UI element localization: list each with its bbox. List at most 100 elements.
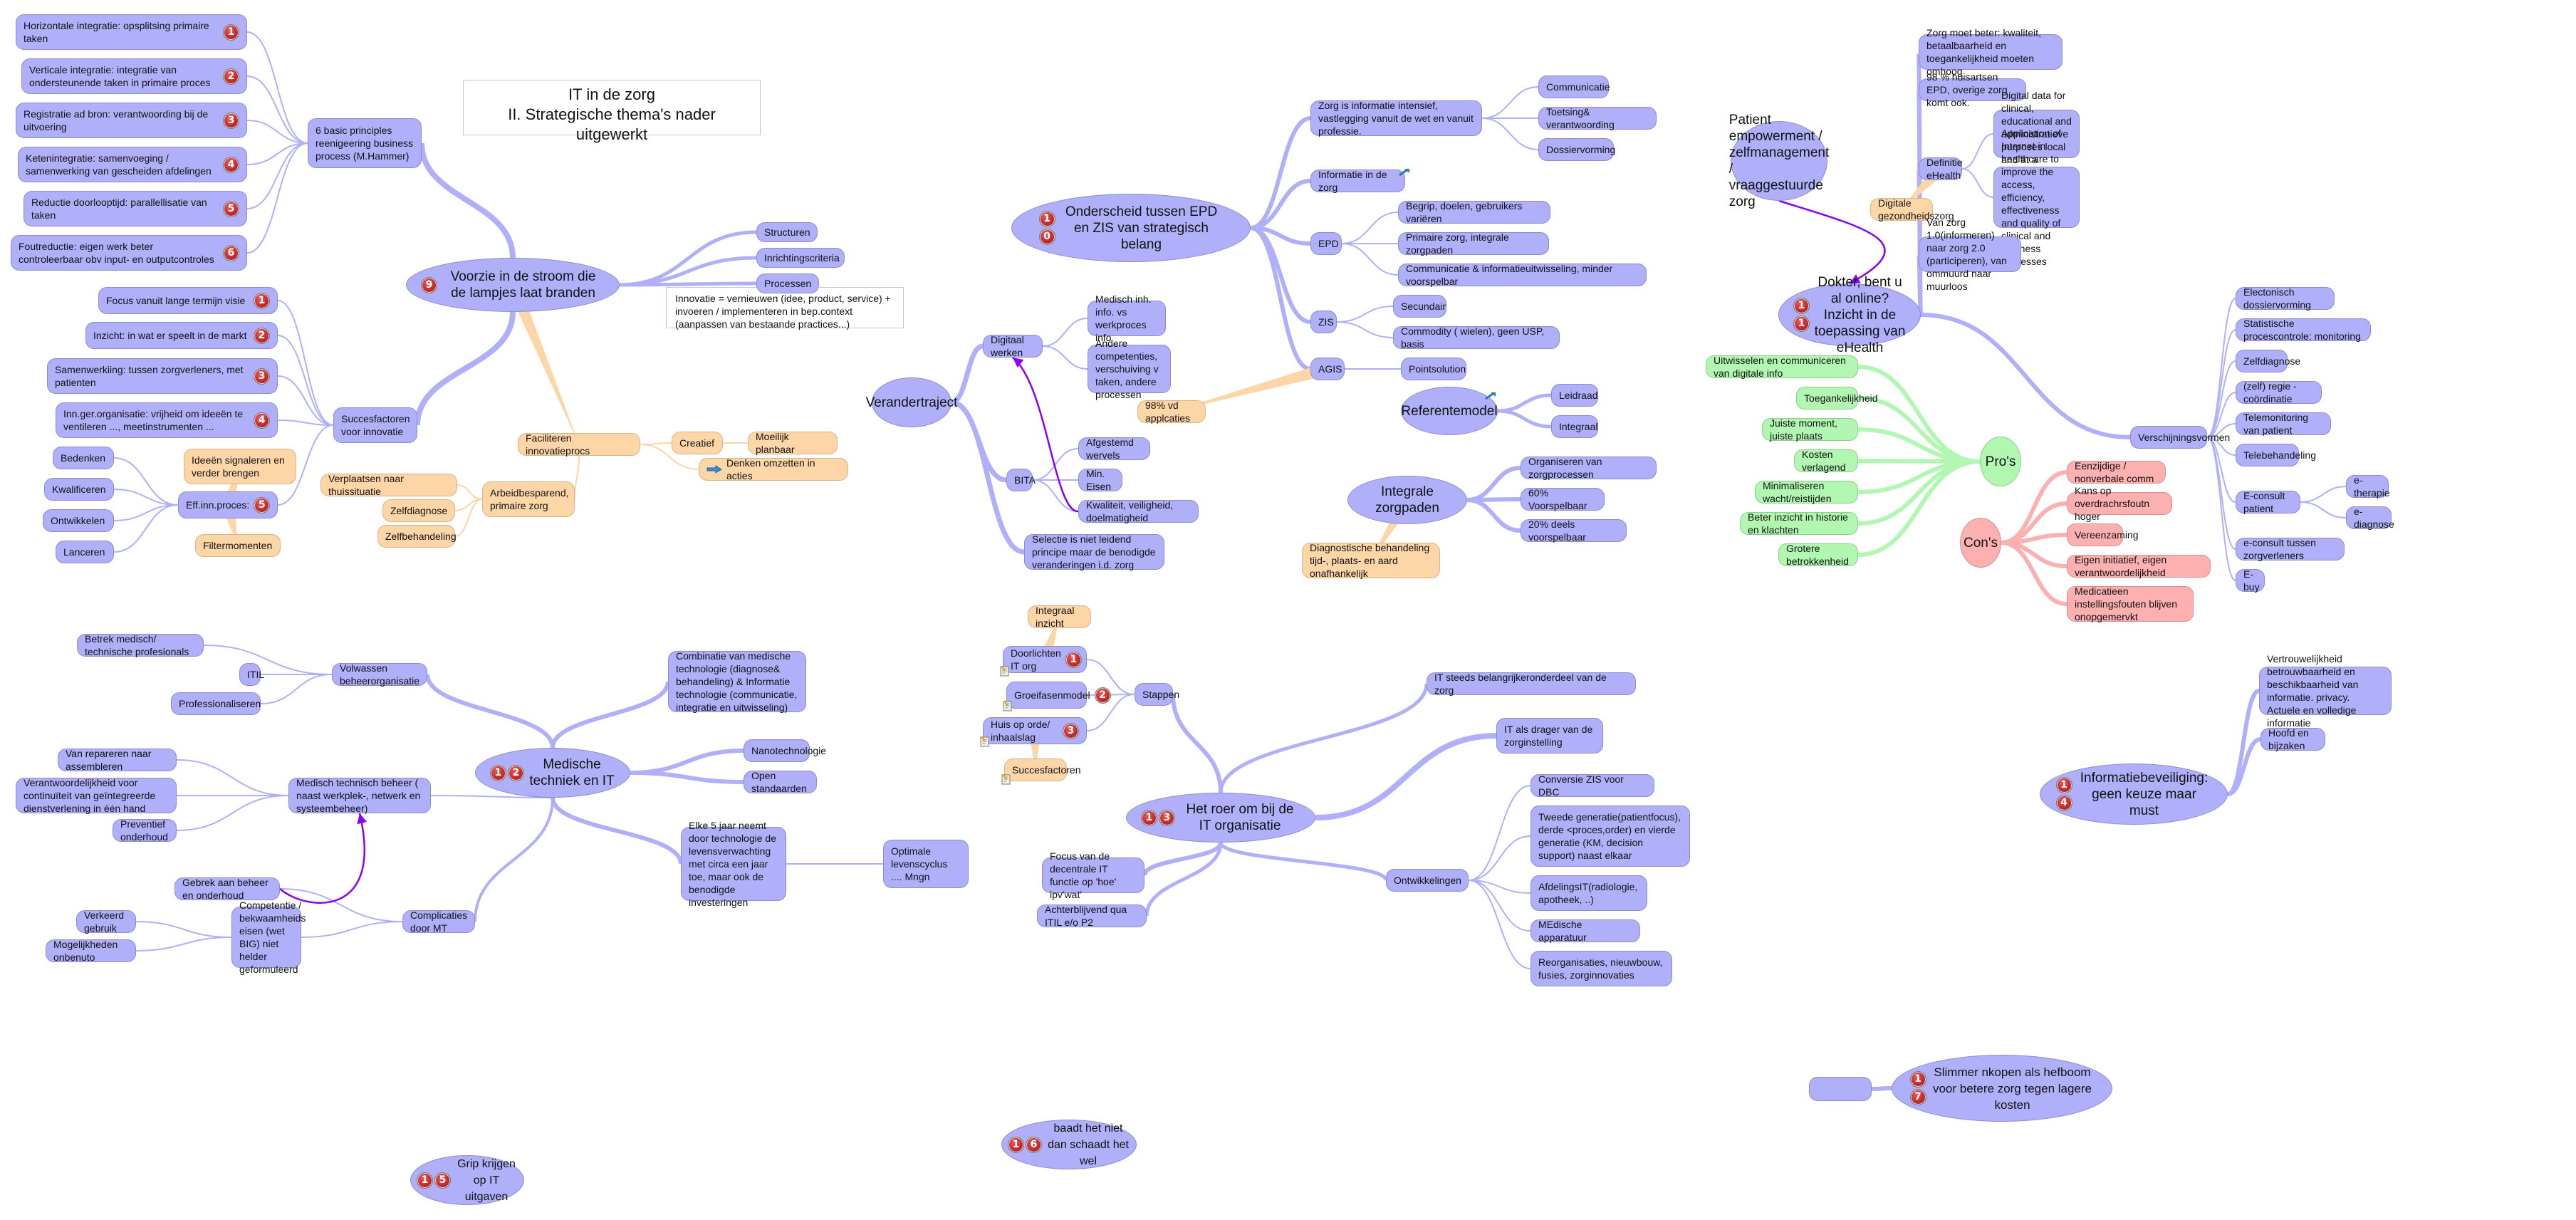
hammer-item-2[interactable]: Verticale integratie: integratie van ond… — [21, 58, 247, 94]
hoofd-en-bijzaken-node[interactable]: Hoofd en bijzaken — [2260, 727, 2325, 751]
competentie-node[interactable]: Competentie / bekwaamheids eisen (wet BI… — [231, 900, 306, 975]
agis-item-pointsolution[interactable]: Pointsolution — [1401, 358, 1466, 380]
note-icon[interactable] — [1001, 773, 1011, 785]
medisch-technisch-beheer-node[interactable]: Medisch technisch beheer ( naast werkple… — [288, 777, 431, 814]
bita-item-min-eisen[interactable]: Min. Eisen — [1078, 468, 1122, 492]
toetsing-node[interactable]: Toetsing& verantwoording — [1538, 106, 1657, 130]
pro-item-toegankelijkheid[interactable]: Toegankelijkheid — [1796, 387, 1878, 410]
con-item-medicatie[interactable]: Medicatieen instellingsfouten blijven on… — [2067, 585, 2194, 622]
vorm-zelfdiagnose[interactable]: Zelfdiagnose — [2236, 350, 2300, 372]
zorg-moet-beter-node[interactable]: Zorg moet beter: kwaliteit, betaalbaarhe… — [1919, 27, 2063, 77]
volwassen-beheerorganisatie-node[interactable]: Volwassen beheerorganisatie — [332, 662, 427, 687]
integrale-item-20[interactable]: 20% deels voorspelbaar — [1521, 518, 1627, 543]
zis-item-secundair[interactable]: Secundair — [1393, 295, 1446, 318]
verplaatsen-thuissituatie-node[interactable]: Verplaatsen naar thuissituatie — [320, 473, 457, 497]
beheer-item-preventief[interactable]: Preventief onderhoud — [113, 818, 177, 843]
selectie-node[interactable]: Selectie is niet leidend principe maar d… — [1024, 533, 1164, 570]
step-bedenken[interactable]: Bedenken — [53, 447, 114, 469]
zelfdiagnose-node[interactable]: Zelfdiagnose — [382, 499, 455, 522]
vorm-telebehandeling[interactable]: Telebehandeling — [2236, 444, 2316, 466]
competentie-item-verkeerd[interactable]: Verkeerd gebruik — [76, 909, 136, 934]
con-item-eigen-initiatief[interactable]: Eigen initiatief, eigen verantwoordelijk… — [2067, 554, 2211, 578]
pro-item-kosten[interactable]: Kosten verlagend — [1794, 449, 1858, 473]
bita-node[interactable]: BITA — [1006, 469, 1036, 491]
elke-5-jaar-node[interactable]: Elke 5 jaar neemt door technologie de le… — [681, 820, 786, 908]
moeilijk-planbaar-node[interactable]: Moeilijk planbaar — [748, 431, 838, 455]
creatief-node[interactable]: Creatief — [672, 432, 723, 454]
hammer-item-1[interactable]: Horizontale integratie: opsplitsing prim… — [16, 14, 247, 50]
definitie-ehealth-node[interactable]: Definitie eHealth — [1919, 157, 1963, 181]
vorm-electonisch[interactable]: Electonisch dossiervorming — [2236, 286, 2335, 311]
succesfactoren-callout[interactable]: Succesfactoren — [1004, 758, 1081, 781]
zorg-informatie-node[interactable]: Zorg is informatie intensief, vastleggin… — [1310, 100, 1482, 137]
epd-item-begrip[interactable]: Begrip, doelen, gebruikers variëren — [1398, 200, 1550, 224]
gebrek-beheer-node[interactable]: Gebrek aan beheer en onderhoud — [174, 877, 280, 901]
definitie-item-application[interactable]: Application of Internet in healthcare to… — [1993, 127, 2080, 267]
hyperlink-icon[interactable] — [1484, 392, 1497, 400]
hammer-item-4[interactable]: Ketenintegratie: samenvoeging / samenwer… — [18, 147, 247, 182]
e-diagnose-node[interactable]: e-diagnose — [2346, 506, 2394, 530]
hyperlink-icon[interactable] — [1398, 168, 1411, 177]
verandertraject-topic[interactable]: Verandertraject — [866, 377, 957, 427]
ontwikkelingen-node[interactable]: Ontwikkelingen — [1386, 869, 1469, 892]
ideeen-signaleren-callout[interactable]: Ideeën signaleren en verder brengen — [184, 449, 296, 484]
epd-node[interactable]: EPD — [1310, 232, 1342, 255]
note-icon[interactable] — [1000, 665, 1010, 677]
stappen-node[interactable]: Stappen — [1135, 683, 1179, 706]
step-lanceren[interactable]: Lanceren — [56, 541, 114, 563]
denken-omzetten-node[interactable]: Denken omzetten in acties — [699, 457, 848, 481]
eff-inn-proces-node[interactable]: Eff.inn.proces:5 — [178, 491, 278, 518]
con-item-kans[interactable]: Kans op overdrachrsfoutn hoger — [2067, 485, 2172, 522]
digitaal-item-medisch[interactable]: Medisch inh. info. vs werkproces info — [1088, 293, 1166, 343]
succes-item-3[interactable]: Samenwerkiing: tussen zorgverleners, met… — [47, 358, 278, 394]
relation-arrow-patient-ehealth[interactable] — [1778, 199, 1886, 285]
volwassen-item-professionaliseren[interactable]: Professionaliseren — [171, 692, 261, 715]
open-standaarden-node[interactable]: Open standaarden — [744, 770, 817, 794]
vertrouwelijkheid-node[interactable]: Vertrouwelijkheid betrouwbaarheid en bes… — [2259, 653, 2392, 729]
it-als-drager-node[interactable]: IT als drager van de zorginstelling — [1496, 718, 1603, 754]
communicatie-node[interactable]: Communicatie — [1538, 75, 1610, 98]
topic-9-voorzie[interactable]: 9 Voorzie in de stroom die de lampjes la… — [406, 258, 620, 312]
ontw-item-generaties[interactable]: Tweede generatie(patientfocus), derde <p… — [1531, 805, 1690, 867]
patient-empowerment-topic[interactable]: Patient empowerment / zelfmanagement / v… — [1729, 113, 1829, 209]
pros-topic[interactable]: Pro's — [1980, 437, 2021, 486]
volwassen-item-itil[interactable]: ITIL — [239, 663, 264, 686]
it-steeds-belangrijker-node[interactable]: IT steeds belangrijkeronderdeel van de z… — [1427, 672, 1636, 696]
digitale-gezondheidszorg-callout[interactable]: Digitale gezondheidszorg — [1870, 197, 1954, 221]
combinatie-node[interactable]: Combinatie van medische technologie (dia… — [668, 650, 806, 713]
vorm-statistische[interactable]: Statistische procescontrole: monitoring — [2236, 318, 2371, 342]
focus-decentrale-it-node[interactable]: Focus van de decentrale IT functie op 'h… — [1042, 850, 1144, 900]
hammer-item-3[interactable]: Registratie ad bron: verantwoording bij … — [16, 103, 247, 138]
hammer-item-5[interactable]: Reductie doorlooptijd: parallellisatie v… — [24, 191, 247, 226]
step-ontwikkelen[interactable]: Ontwikkelen — [43, 509, 114, 532]
definitie-item-digital-data[interactable]: Digital data for clinical, educational a… — [1993, 90, 2080, 178]
integrale-item-60[interactable]: 60% Voorspelbaar — [1521, 487, 1605, 511]
agis-applicaties-callout[interactable]: 98% vd applcaties — [1137, 400, 1206, 424]
arbeidbesparend-node[interactable]: Arbeidbesparend, primaire zorg — [482, 481, 575, 517]
pro-item-uitwisselen[interactable]: Uitwisselen en communiceren van digitale… — [1706, 355, 1858, 379]
con-item-vereenzaming[interactable]: Vereenzaming — [2067, 523, 2139, 546]
ontw-item-conversie[interactable]: Conversie ZIS voor DBC — [1531, 773, 1654, 798]
huisartsen-epd-node[interactable]: 98 % huisartsen EPD, overige zorg komt o… — [1919, 71, 2026, 108]
digitaal-werken-node[interactable]: Digitaal werken — [983, 334, 1043, 358]
pro-item-grotere-betrokkenheid[interactable]: Grotere betrokkenheid — [1778, 543, 1858, 567]
empty-subtopic-node[interactable] — [1809, 1077, 1872, 1101]
leidraad-node[interactable]: Leidraad — [1551, 384, 1598, 407]
bita-item-afgestemd[interactable]: Afgestemd wervels — [1078, 437, 1150, 461]
agis-node[interactable]: AGIS — [1310, 358, 1345, 380]
note-icon[interactable] — [1003, 700, 1013, 711]
integrale-item-organiseren[interactable]: Organiseren van zorgprocessen — [1521, 456, 1657, 480]
succesfactoren-innovatie-node[interactable]: Succesfactoren voor innovatie — [333, 407, 417, 443]
pro-item-beter-inzicht[interactable]: Beter inzicht in historie en klachten — [1740, 511, 1858, 536]
beheer-item-verantwoordelijkheid[interactable]: Verantwoordelijkheid voor continuïteit v… — [16, 777, 177, 814]
ontw-item-reorganisaties[interactable]: Reorganisaties, nieuwbouw, fusies, zorgi… — [1531, 951, 1672, 986]
